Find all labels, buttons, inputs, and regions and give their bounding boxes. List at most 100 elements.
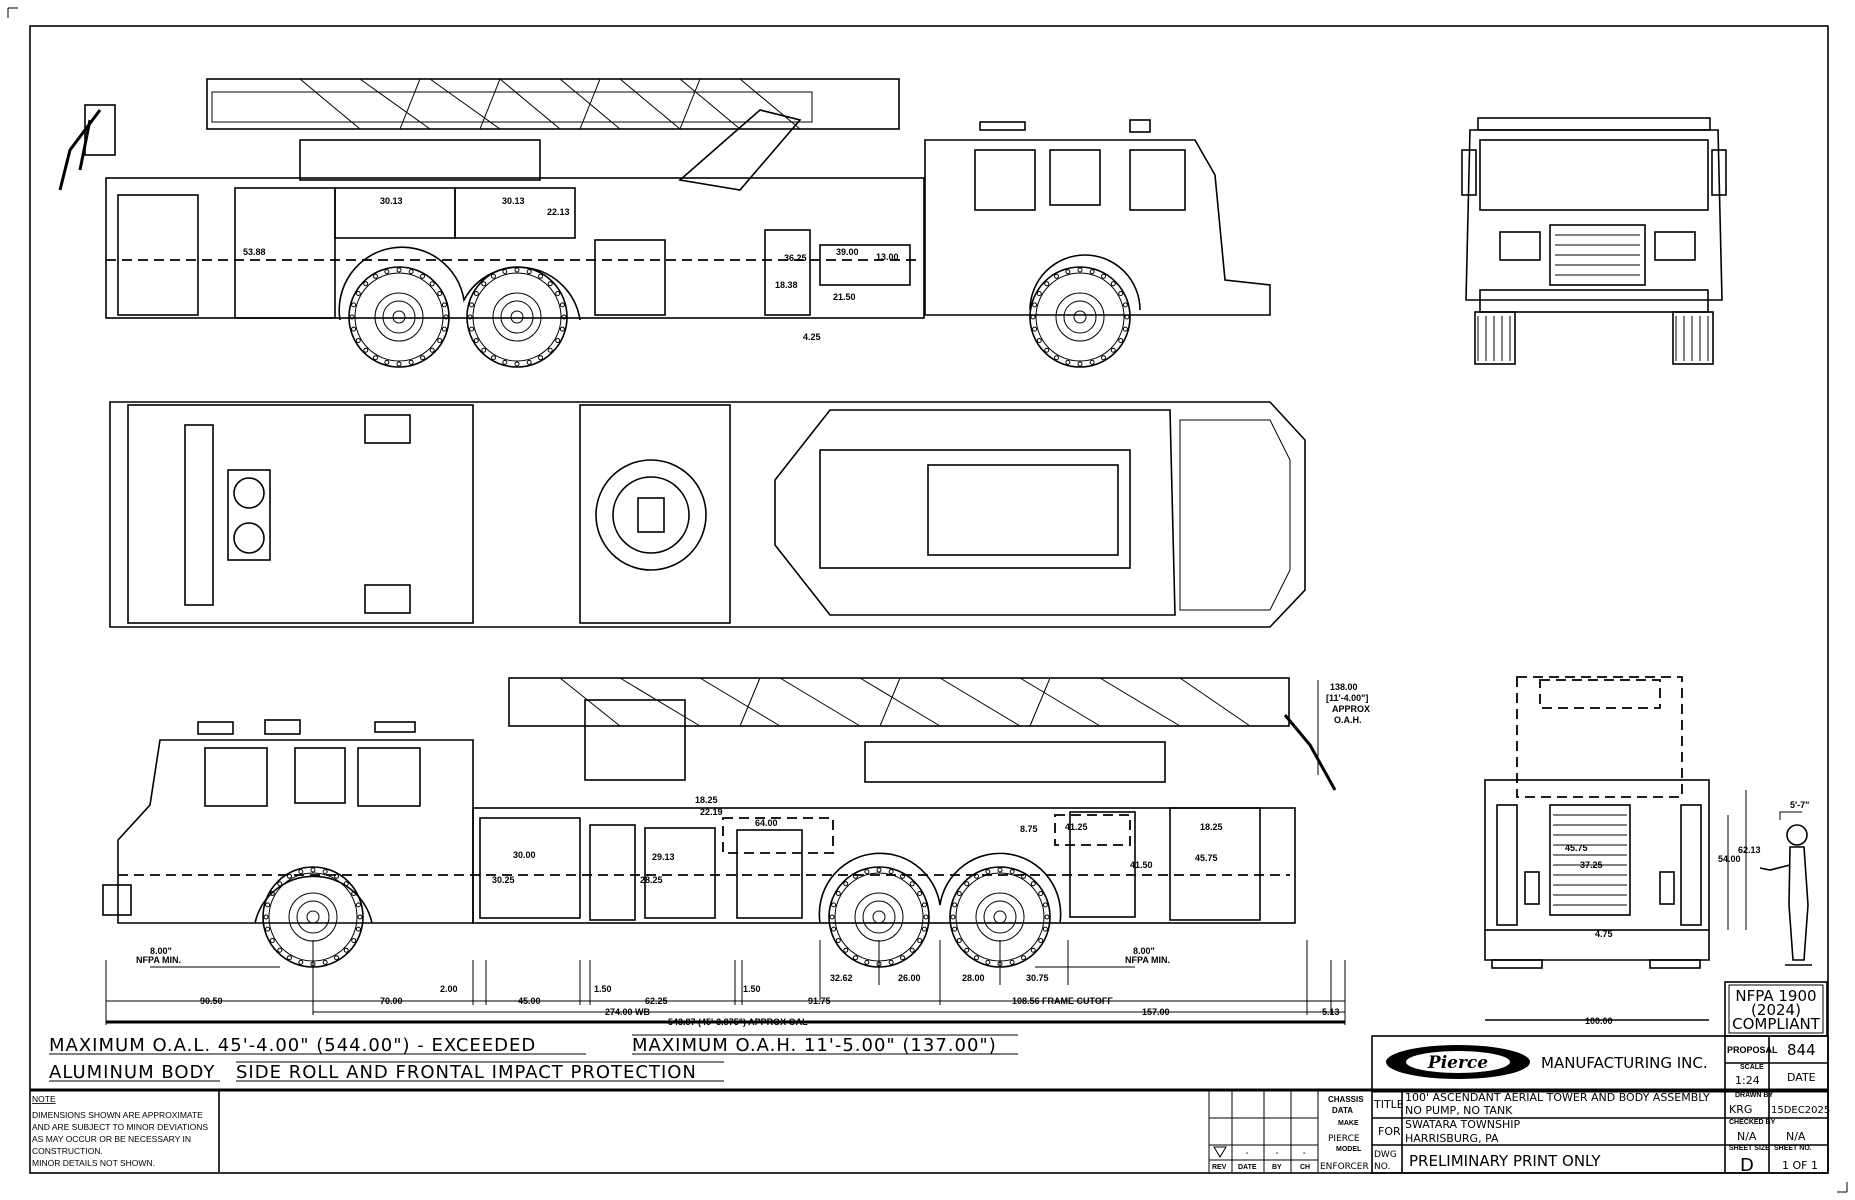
customer: SWATARA TOWNSHIP bbox=[1405, 1118, 1521, 1131]
tread-mark bbox=[502, 269, 508, 275]
tread-mark bbox=[1042, 926, 1048, 932]
rear-view bbox=[1484, 676, 1747, 1021]
tread-mark bbox=[547, 281, 553, 287]
cab-window bbox=[1129, 149, 1186, 211]
svg-text:30.75: 30.75 bbox=[1026, 973, 1049, 983]
svg-text:N/A: N/A bbox=[1786, 1130, 1806, 1143]
aerial-outline-dashed bbox=[1516, 676, 1683, 798]
body-outline bbox=[105, 177, 925, 319]
tread-mark bbox=[1122, 326, 1128, 332]
tread-mark bbox=[559, 302, 565, 308]
svg-text:13.00: 13.00 bbox=[876, 252, 899, 262]
cab-window bbox=[357, 747, 421, 807]
wheels bbox=[262, 266, 1131, 968]
svg-text:5'-7": 5'-7" bbox=[1790, 800, 1809, 810]
tread-mark bbox=[1110, 281, 1116, 287]
tread-mark bbox=[547, 347, 553, 353]
svg-text:DATE: DATE bbox=[1238, 1164, 1257, 1171]
tread-mark bbox=[357, 914, 363, 920]
scale: 1:24 bbox=[1735, 1074, 1760, 1087]
svg-text:45.75: 45.75 bbox=[1195, 853, 1218, 863]
rim-ring bbox=[1055, 292, 1105, 342]
tread-mark bbox=[956, 891, 962, 896]
human-scale-figure bbox=[1759, 811, 1812, 966]
tread-mark bbox=[373, 355, 378, 361]
wheel bbox=[1029, 266, 1131, 368]
tread-mark bbox=[1122, 302, 1128, 308]
svg-text:DIMENSIONS SHOWN ARE APPROXIMA: DIMENSIONS SHOWN ARE APPROXIMATE bbox=[32, 1110, 203, 1120]
tread-mark bbox=[263, 914, 269, 920]
tread-mark bbox=[420, 273, 425, 279]
tread-mark bbox=[408, 359, 414, 365]
svg-text:41.25: 41.25 bbox=[1065, 822, 1088, 832]
company-name: MANUFACTURING INC. bbox=[1541, 1054, 1708, 1072]
tread-mark bbox=[287, 873, 292, 879]
wheel bbox=[466, 266, 568, 368]
pump-panel bbox=[819, 244, 911, 286]
tread-mark bbox=[1009, 959, 1015, 965]
svg-text:157.00: 157.00 bbox=[1142, 1007, 1170, 1017]
tread-mark bbox=[396, 361, 402, 367]
tread-mark bbox=[363, 281, 369, 287]
tread-mark bbox=[469, 326, 475, 332]
drawing-date: 15DEC2025 bbox=[1771, 1105, 1830, 1116]
tread-mark bbox=[952, 926, 958, 932]
front-view bbox=[1461, 117, 1727, 365]
tread-mark bbox=[561, 314, 567, 320]
svg-text:PROPOSAL: PROPOSAL bbox=[1727, 1045, 1778, 1055]
tread-mark bbox=[1065, 269, 1071, 275]
front-tire bbox=[1672, 311, 1714, 365]
rim-ring bbox=[382, 300, 416, 334]
tread-mark bbox=[921, 902, 927, 908]
svg-text:MODEL: MODEL bbox=[1336, 1146, 1362, 1153]
tread-mark bbox=[1038, 891, 1044, 896]
rim-ring bbox=[374, 292, 424, 342]
tread-mark bbox=[373, 273, 378, 279]
tread-mark bbox=[917, 938, 923, 943]
cab-outline bbox=[924, 139, 1271, 316]
svg-text:36.25: 36.25 bbox=[784, 253, 807, 263]
svg-text:54.00: 54.00 bbox=[1718, 854, 1741, 864]
tread-mark bbox=[287, 955, 292, 961]
tread-mark bbox=[974, 873, 979, 879]
compartment bbox=[764, 229, 811, 316]
top-view-dims: 53.88 30.13 30.13 22.13 36.25 18.38 39.0… bbox=[243, 196, 899, 342]
tread-mark bbox=[835, 891, 841, 896]
proposal-number: 844 bbox=[1787, 1041, 1816, 1059]
body-outline bbox=[472, 807, 1296, 924]
svg-text:CH: CH bbox=[1300, 1164, 1310, 1171]
tread-mark bbox=[923, 914, 929, 920]
tread-mark bbox=[1044, 347, 1050, 353]
chassis-data: CHASSIS DATA MAKE PIERCE MODEL ENFORCER bbox=[1320, 1095, 1369, 1172]
tread-mark bbox=[853, 873, 858, 879]
svg-text:CHASSIS: CHASSIS bbox=[1328, 1095, 1364, 1104]
svg-text:30.25: 30.25 bbox=[492, 875, 515, 885]
side-view-officer bbox=[102, 677, 1337, 924]
svg-text:N/A: N/A bbox=[1737, 1130, 1757, 1143]
tread-mark bbox=[1089, 269, 1095, 275]
lower-view-dims: 30.00 30.25 29.13 28.25 18.25 22.19 64.0… bbox=[492, 795, 1223, 885]
tread-mark bbox=[985, 959, 991, 965]
overall-dimensions: 90.50 70.00 2.00 45.00 1.50 62.25 1.50 9… bbox=[105, 940, 1346, 1027]
tread-mark bbox=[831, 926, 837, 932]
tread-mark bbox=[950, 914, 956, 920]
tread-mark bbox=[1077, 267, 1083, 273]
svg-text:SCALE: SCALE bbox=[1740, 1064, 1764, 1071]
tread-mark bbox=[384, 359, 390, 365]
drawing-title: 100' ASCENDANT AERIAL TOWER AND BODY ASS… bbox=[1405, 1091, 1710, 1104]
rim-ring bbox=[1063, 300, 1097, 334]
svg-text:-: - bbox=[1276, 1150, 1279, 1157]
rim-ring bbox=[872, 910, 886, 924]
tread-mark bbox=[876, 867, 882, 873]
tread-mark bbox=[467, 314, 473, 320]
tread-mark bbox=[408, 269, 414, 275]
svg-text:NOTE: NOTE bbox=[32, 1094, 56, 1104]
wheel bbox=[348, 266, 450, 368]
svg-text:8.00": 8.00" bbox=[150, 946, 172, 956]
tread-mark bbox=[1118, 338, 1124, 343]
tread-mark bbox=[277, 947, 283, 953]
ground-clearance-dims: 8.00" NFPA MIN. 8.00" NFPA MIN. bbox=[136, 946, 1170, 968]
tread-mark bbox=[334, 955, 339, 961]
headline-notes: MAXIMUM O.A.L. 45'-4.00" (544.00") - EXC… bbox=[49, 1034, 1018, 1083]
svg-text:45.00: 45.00 bbox=[518, 996, 541, 1006]
